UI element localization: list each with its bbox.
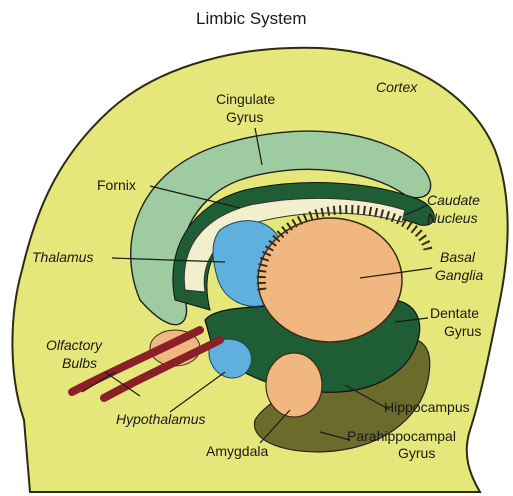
parahippocampal-gyrus-label-line2: Gyrus xyxy=(398,445,435,461)
amygdala-shape xyxy=(266,353,322,417)
caudate-nucleus-label-line1: Caudate xyxy=(427,192,480,208)
dentate-gyrus-label-line1: Dentate xyxy=(430,305,479,321)
caudate-nucleus-label-line2: Nucleus xyxy=(427,210,478,226)
thalamus-label: Thalamus xyxy=(32,249,93,265)
amygdala-label: Amygdala xyxy=(206,443,268,459)
cortex-label: Cortex xyxy=(376,79,418,95)
dentate-gyrus-label-line2: Gyrus xyxy=(444,323,481,339)
parahippocampal-gyrus-label-line1: Parahippocampal xyxy=(347,428,456,444)
diagram-title: Limbic System xyxy=(196,9,307,28)
basal-ganglia-label-line1: Basal xyxy=(440,249,476,265)
basal-ganglia-label-line2: Ganglia xyxy=(435,267,483,283)
hypothalamus-label: Hypothalamus xyxy=(116,411,206,427)
hippocampus-label: Hippocampus xyxy=(384,399,470,415)
basal-ganglia-shape xyxy=(258,218,402,342)
fornix-label: Fornix xyxy=(97,177,136,193)
olfactory-bulbs-label-line1: Olfactory xyxy=(46,337,103,353)
cingulate-gyrus-label-line2: Gyrus xyxy=(226,109,263,125)
olfactory-bulbs-label-line2: Bulbs xyxy=(62,355,97,371)
cingulate-gyrus-label-line1: Cingulate xyxy=(216,91,275,107)
